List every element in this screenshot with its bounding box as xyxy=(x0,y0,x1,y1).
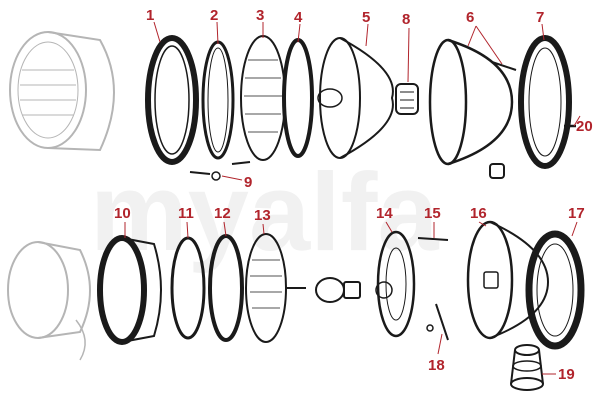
callout-17: 17 xyxy=(568,205,585,222)
callout-4: 4 xyxy=(294,9,303,26)
part-2-seal-ring xyxy=(201,40,235,160)
callout-6: 6 xyxy=(466,9,474,26)
callout-3: 3 xyxy=(256,7,264,24)
part-14-bracket xyxy=(375,230,416,338)
callout-8: 8 xyxy=(402,11,410,28)
leader-lines xyxy=(124,21,581,375)
part-16-housing xyxy=(466,220,550,340)
callout-13: 13 xyxy=(254,207,271,224)
part-9-screw-set xyxy=(189,161,251,181)
bulb xyxy=(315,277,361,303)
part-15-screw xyxy=(417,237,449,241)
part-6-housing xyxy=(428,38,517,166)
callout-10: 10 xyxy=(114,205,131,222)
callout-12: 12 xyxy=(214,205,231,222)
callout-15: 15 xyxy=(424,205,441,222)
callout-5: 5 xyxy=(362,9,370,26)
part-4-gasket xyxy=(282,38,314,158)
callout-18: 18 xyxy=(428,357,445,374)
part-18-adjuster xyxy=(426,303,449,341)
part-13-lens xyxy=(245,233,306,343)
callout-19: 19 xyxy=(558,366,575,383)
part-10-rim xyxy=(97,235,162,345)
loose-nut xyxy=(489,163,505,179)
callout-2: 2 xyxy=(210,7,218,24)
part-1-rim xyxy=(145,35,199,165)
assembled-headlamp-ghost-top xyxy=(9,31,115,152)
callout-20: 20 xyxy=(576,118,593,135)
part-5-reflector xyxy=(317,37,394,159)
callout-14: 14 xyxy=(376,205,393,222)
callout-16: 16 xyxy=(470,205,487,222)
callout-7: 7 xyxy=(536,9,544,26)
part-8-bulb-holder xyxy=(395,83,419,115)
callout-11: 11 xyxy=(178,205,194,222)
callout-1: 1 xyxy=(146,7,154,24)
part-7-outer-ring xyxy=(518,35,572,169)
part-17-gasket-plate xyxy=(525,230,585,350)
part-19-grommet xyxy=(510,344,544,391)
part-3-lens xyxy=(240,35,286,161)
callout-9: 9 xyxy=(244,174,252,191)
assembled-headlamp-ghost-bottom xyxy=(7,241,91,361)
